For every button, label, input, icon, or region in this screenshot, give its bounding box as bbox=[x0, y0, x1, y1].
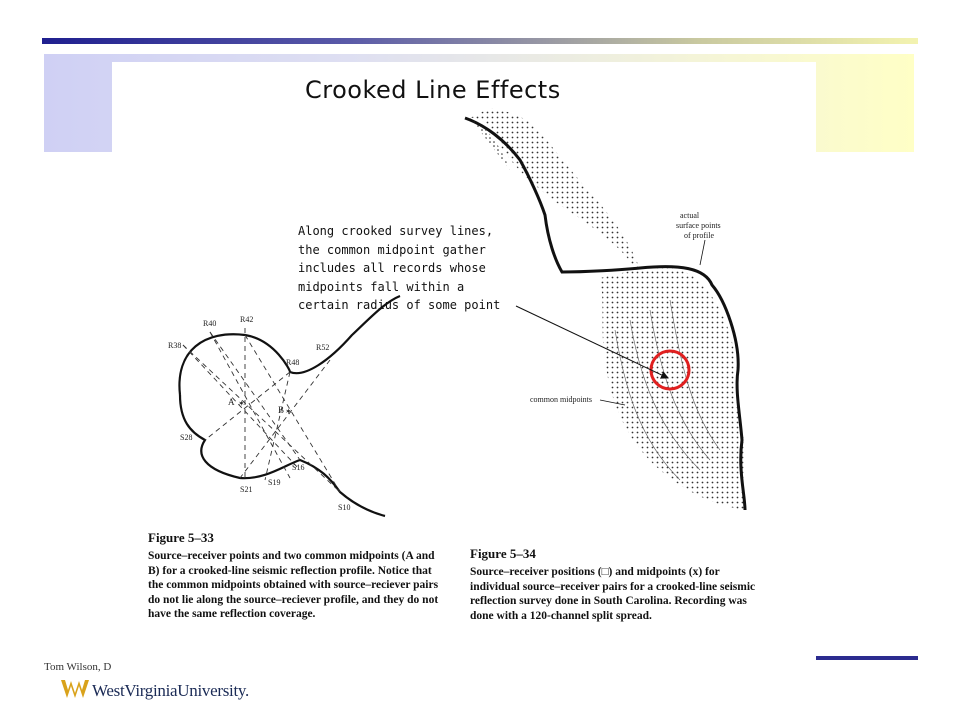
midpoint-a-label: A bbox=[228, 397, 235, 407]
slide-title: Crooked Line Effects bbox=[305, 76, 561, 104]
svg-text:✶: ✶ bbox=[285, 407, 292, 416]
svg-text:S28: S28 bbox=[180, 433, 192, 442]
svg-text:R38: R38 bbox=[168, 341, 181, 350]
midpoint-b-label: B bbox=[278, 405, 284, 415]
figure-5-33-diagram: ✶ ✶ A B R40 R42 R38 R48 R52 S28 S21 S19 … bbox=[168, 294, 401, 518]
wvu-logo-icon bbox=[61, 680, 89, 698]
svg-text:S10: S10 bbox=[338, 503, 350, 512]
wvu-logo-text: WestVirginiaUniversity. bbox=[92, 681, 249, 700]
footer-author: Tom Wilson, D bbox=[44, 661, 112, 673]
svg-text:actual: actual bbox=[680, 211, 700, 220]
svg-text:R40: R40 bbox=[203, 319, 216, 328]
figure-5-34-diagram: actual surface points of profile common … bbox=[464, 108, 747, 511]
common-midpoints-label: common midpoints bbox=[530, 395, 592, 404]
figure-5-34-caption-title: Figure 5–34 bbox=[470, 546, 536, 561]
bottom-rule bbox=[816, 656, 918, 660]
figure-5-34-caption-text: Source–receiver positions (□) and midpoi… bbox=[470, 566, 756, 622]
figure-5-34-caption: Figure 5–34 Source–receiver positions (□… bbox=[470, 546, 770, 623]
svg-text:S19: S19 bbox=[268, 478, 280, 487]
figure-5-33-caption-title: Figure 5–33 bbox=[148, 530, 214, 545]
top-rule bbox=[42, 38, 918, 44]
annotation-arrow bbox=[515, 305, 669, 379]
figure-5-33-caption-text: Source–receiver points and two common mi… bbox=[148, 550, 439, 620]
svg-text:S21: S21 bbox=[240, 485, 252, 494]
svg-text:S16: S16 bbox=[292, 463, 304, 472]
svg-text:R52: R52 bbox=[316, 343, 329, 352]
annotation-text: Along crooked survey lines, the common m… bbox=[298, 224, 501, 312]
svg-text:R42: R42 bbox=[240, 315, 253, 324]
svg-text:✶: ✶ bbox=[238, 399, 245, 408]
figure-5-33-caption: Figure 5–33 Source–receiver points and t… bbox=[148, 530, 448, 622]
svg-text:of profile: of profile bbox=[684, 231, 714, 240]
svg-text:surface points: surface points bbox=[676, 221, 721, 230]
svg-text:R48: R48 bbox=[286, 358, 299, 367]
